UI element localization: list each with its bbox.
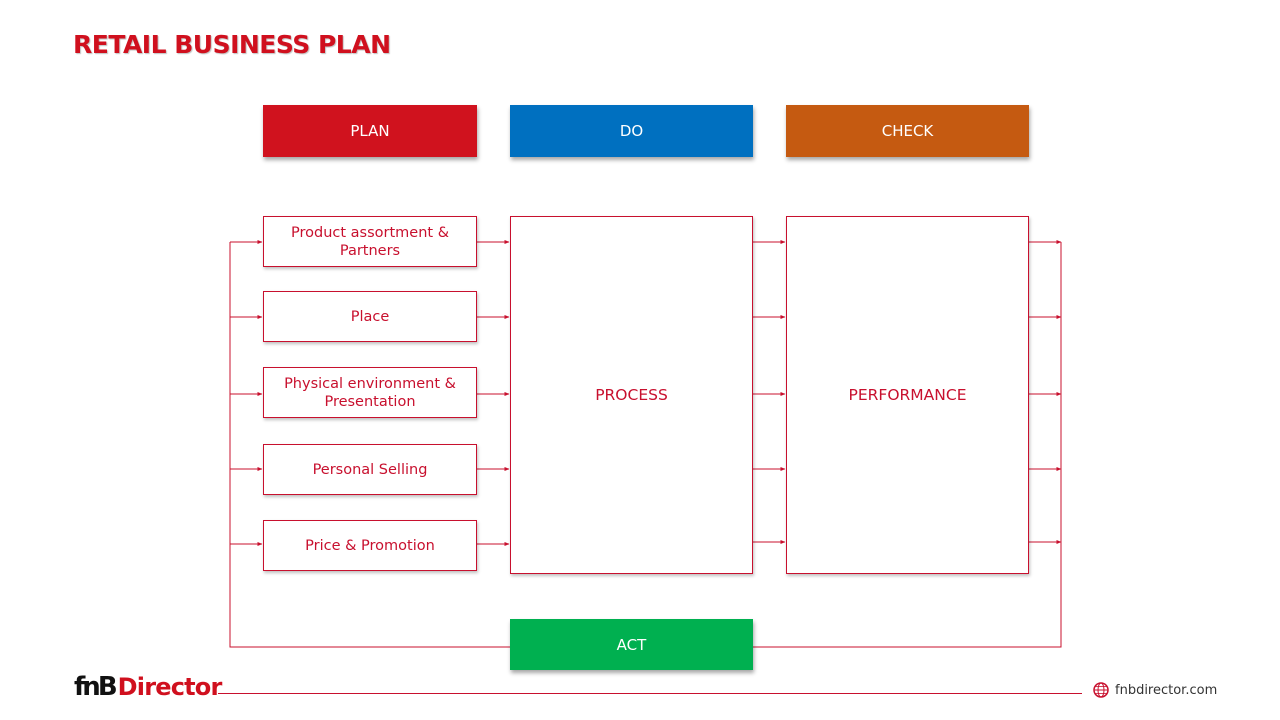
act-feedback-line	[229, 242, 510, 648]
check-header-label: CHECK	[881, 122, 934, 140]
performance-label: PERFORMANCE	[848, 386, 967, 404]
plan-item-physical-environment: Physical environment & Presentation	[263, 367, 477, 418]
footer-divider	[218, 693, 1082, 694]
plan-item-label: Physical environment &	[284, 375, 456, 392]
performance-box: PERFORMANCE	[786, 216, 1029, 574]
plan-item-product-assortment: Product assortment & Partners	[263, 216, 477, 267]
plan-item-label: Personal Selling	[312, 461, 428, 478]
plan-item-personal-selling: Personal Selling	[263, 444, 477, 495]
act-box: ACT	[510, 619, 753, 670]
website-text: fnbdirector.com	[1115, 682, 1218, 698]
plan-item-label: Product assortment &	[290, 224, 449, 241]
check-header: CHECK	[786, 105, 1029, 157]
logo-text: Director	[117, 673, 223, 701]
plan-item-label: Place	[350, 308, 390, 325]
plan-item-place: Place	[263, 291, 477, 342]
logo-mark: fnB	[74, 672, 118, 702]
process-box: PROCESS	[510, 216, 753, 574]
act-label: ACT	[616, 635, 647, 654]
process-label: PROCESS	[595, 386, 668, 404]
globe-icon	[1093, 682, 1109, 698]
do-header-label: DO	[619, 122, 644, 140]
plan-item-label: Partners	[339, 242, 401, 259]
plan-item-label: Price & Promotion	[305, 537, 435, 554]
plan-header: PLAN	[263, 105, 477, 157]
slide-title: RETAIL BUSINESS PLAN	[73, 30, 391, 59]
website-link[interactable]: fnbdirector.com	[1093, 681, 1217, 699]
fnbdirector-logo: fnB Director	[74, 671, 222, 703]
act-return-line	[753, 242, 1062, 648]
plan-item-price-promotion: Price & Promotion	[263, 520, 477, 571]
plan-item-label: Presentation	[324, 393, 416, 410]
plan-header-label: PLAN	[350, 122, 390, 140]
do-header: DO	[510, 105, 753, 157]
